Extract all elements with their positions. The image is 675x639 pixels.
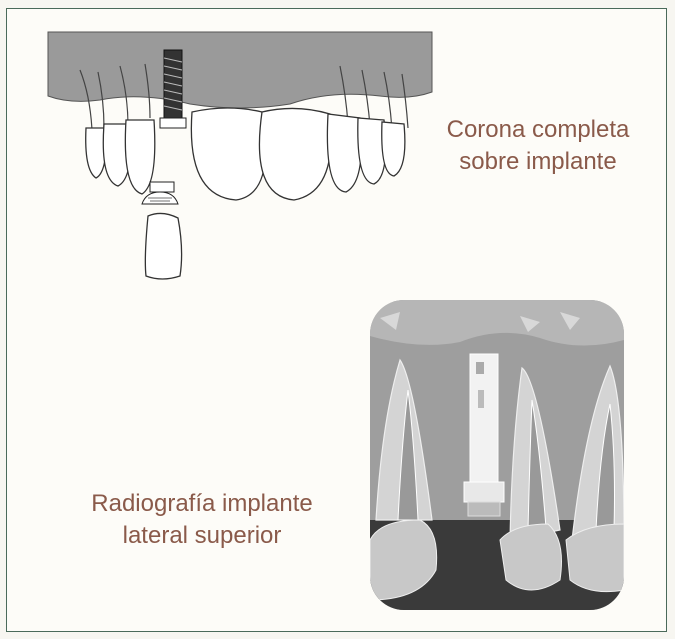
tooth-central-left [191, 108, 265, 200]
gum-tissue [48, 32, 432, 108]
caption-radiograph: Radiografía implante lateral superior [72, 488, 332, 552]
caption-line: Radiografía implante [72, 488, 332, 520]
caption-line: Corona completa [428, 114, 648, 146]
caption-line: lateral superior [72, 520, 332, 552]
tooth [327, 114, 361, 192]
radiograph-image [370, 300, 624, 610]
upper-arch-drawing [48, 32, 432, 279]
teeth-row [86, 108, 405, 200]
caption-crown-implant: Corona completa sobre implante [428, 114, 648, 178]
crown [145, 213, 181, 279]
tooth-central-right [259, 108, 331, 200]
implant-screw [164, 50, 182, 122]
caption-line: sobre implante [428, 146, 648, 178]
tooth [382, 122, 405, 176]
